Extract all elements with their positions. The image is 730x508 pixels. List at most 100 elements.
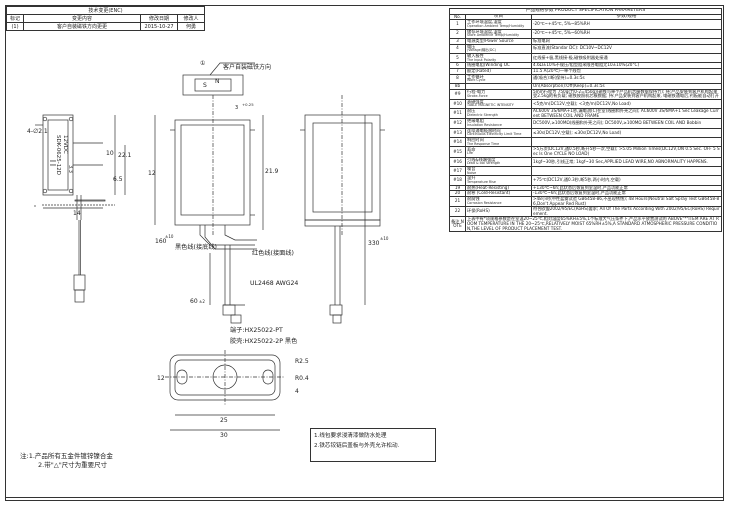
- spec-row-item-cn: 温升: [467, 175, 476, 181]
- bottom-view: R2.5 R0.4 4 12 25 30: [157, 350, 309, 439]
- dim-21-9: 21.9: [265, 168, 279, 175]
- spec-row-item-en: Insulation Resistance: [467, 122, 502, 127]
- dim-10: 10: [106, 150, 114, 157]
- spec-row-item-en: Dielectric Strength: [467, 113, 498, 118]
- right-view: 330 ±10: [300, 95, 389, 324]
- spec-row-item-cn: 引线&线端强度: [467, 157, 496, 162]
- spec-row-no: #17: [449, 166, 466, 177]
- dim-3-tolerance: +0.25: [242, 102, 254, 107]
- spec-row-no: #9: [449, 88, 466, 100]
- spec-row-item-cn: 表磁强度: [467, 99, 484, 104]
- spec-row-item-en: Stroke-Force: [467, 93, 488, 98]
- spec-row-item-cn: 绝缘电阻: [467, 118, 484, 124]
- spec-row-item-cn: 连续通电极限时间: [467, 128, 501, 133]
- note-left-1: 注:1.产品所有五金件镀锌镍合金: [20, 452, 113, 460]
- spec-row-item-cn: 额定(Rated): [467, 68, 491, 73]
- spec-row-item-en: Work Cycle: [467, 78, 486, 83]
- spec-row-item-cn: 耐腐蚀: [467, 196, 480, 202]
- spec-row-no: #10: [449, 98, 466, 110]
- spec-row-item-cn: 耐压: [467, 108, 476, 114]
- side-marking-voltage: 12VDC: [62, 135, 68, 154]
- dim-14-side: 14: [73, 210, 81, 217]
- spec-row-no: #13: [449, 127, 466, 139]
- spec-row-value: 符合欧盟2002/95/EC(RoHS)要求; All Of The Parts…: [531, 206, 722, 218]
- spec-row-value: >5万次(DC12V,通0.5秒,断开5秒一次,空载); >5.05 Milli…: [531, 146, 722, 158]
- spec-row-no: 8: [449, 73, 466, 84]
- dim-60-tolerance: ±2: [199, 299, 205, 304]
- wire-red-label: 红色线(接面线): [252, 249, 294, 257]
- spec-row-no: #14: [449, 137, 466, 148]
- revision-cell-person: 何勇: [177, 22, 205, 31]
- spec-row-item-en: Store Ambience Temp/Humidity: [467, 33, 520, 38]
- spec-row-item-cn: 耐热(Heat-Resisting): [467, 185, 510, 190]
- spec-row-value: DC500V,≥100MΩ(线圈和外壳之间); DC500V,≥100MΩ BE…: [531, 118, 722, 129]
- spec-row-no: 22: [449, 206, 466, 218]
- spec-row-value: <5克/m(DC12V,空载); <3克/m(DC12V,No Load): [531, 98, 722, 110]
- spec-row-item-en: Operation Ambient Temp/Humidity: [467, 23, 525, 28]
- spec-row-no: 21: [449, 195, 466, 208]
- dim-330-tolerance: ±10: [380, 236, 389, 241]
- spec-row-no: 备注 NOTE: [449, 216, 466, 233]
- dim-25: 25: [220, 417, 228, 424]
- dim-4-hole: 4-∅2.1: [27, 128, 48, 135]
- spec-row-item: 环保(RoHS): [465, 206, 532, 218]
- spec-row-item-cn: 工作循环: [467, 74, 484, 79]
- spec-note-text: 上表中有*项规格参数是在室温20~25℃,相对湿度65%RH±5%,1个标准大气…: [465, 216, 722, 233]
- spec-row-value: ≤30s(DC12V,空载); ≤30s(DC12V,No Load): [531, 127, 722, 139]
- spec-row-value: 红线接+极,黑线接-极,磁铁吸附器处接通: [531, 52, 722, 64]
- spec-row-item-cn: 线圈电阻(Winding OC: [467, 62, 510, 68]
- technical-drawing: 4-∅2.1 SDK-0625-12D 12VDC 3.3 22.1 10 6.…: [27, 60, 389, 439]
- spec-row-item-cn: 耐寒 (Cold-Resistant): [467, 190, 511, 196]
- notes-left: 注:1.产品所有五金件镀锌镍合金 2.带"△"尺寸为重要尺寸: [20, 452, 113, 470]
- spec-row-item-en: (Voltage)输出(DC): [467, 48, 496, 53]
- spec-row-item-cn: 储存环境温度,湿度: [467, 29, 502, 34]
- wire-spec-label: UL2468 AWG24: [250, 280, 298, 287]
- spec-row-value: [531, 166, 722, 177]
- note-left-2: 2.带"△"尺寸为重要尺寸: [38, 461, 108, 469]
- dim-30: 30: [220, 432, 228, 439]
- dim-22-1: 22.1: [118, 152, 132, 159]
- spec-row-value: 通(吸合):断(保持)=0.3s:5s: [531, 73, 722, 84]
- note-box-2: 2.铁芯铰链后盖板与外壳允许松动.: [314, 443, 400, 449]
- spec-row-item-en: Continuous Electricity Limit Time: [467, 132, 522, 137]
- spec-row-item-en: TABLE MAGNETIC INTENSITY: [467, 103, 514, 108]
- side-marking-3-3: 3.3: [67, 165, 73, 173]
- spec-row-item-cn: 行程-电力: [467, 89, 486, 94]
- spec-row-item-cn: 电源类型/Power Source: [467, 38, 514, 43]
- spec-row-item-cn: 电压: [467, 44, 476, 49]
- spec-row-value: >48小时(中性盐雾试验 GB6458-86,不出现锈蚀); 48 Hours(…: [531, 195, 722, 208]
- spec-row-value: +75℃(DC12V,通0.3秒,断5秒,两小时内,空载): [531, 175, 722, 186]
- spec-row-no: #12: [449, 118, 466, 129]
- spec-row-no: #16: [449, 156, 466, 168]
- dim-6-5: 6.5: [113, 176, 123, 183]
- spec-row-item-cn: 输入极性: [467, 53, 484, 58]
- spec-row-no: 5: [449, 52, 466, 64]
- dim-330: 330: [368, 240, 380, 247]
- dim-160: 160: [155, 238, 167, 245]
- spec-row-item-en: Corrosion Resistance: [467, 200, 502, 205]
- spec-row-item-en: Life: [467, 151, 473, 156]
